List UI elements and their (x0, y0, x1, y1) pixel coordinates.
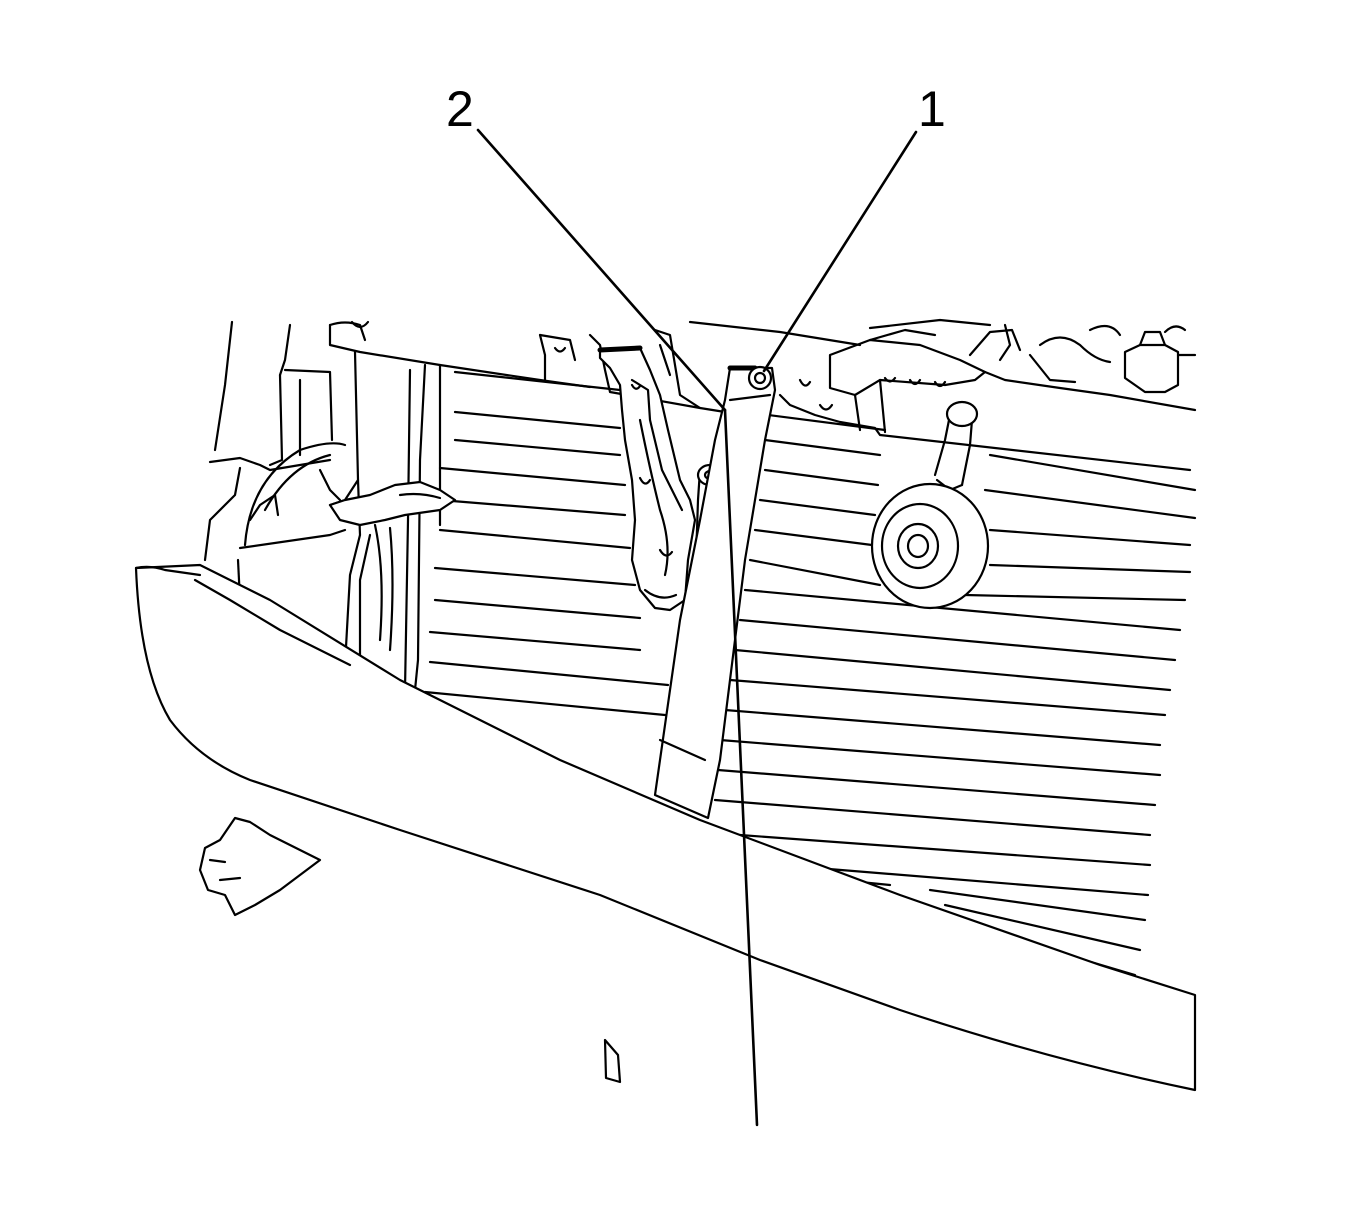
left-headlamp-area (203, 320, 457, 667)
callout-label-1: 1 (918, 81, 946, 137)
bracket (597, 345, 697, 612)
callout-2-leader (476, 128, 727, 412)
support-strut (653, 365, 777, 820)
radiator-support (328, 318, 1197, 472)
callout-1-leader (762, 130, 918, 373)
front-fascia (134, 563, 1197, 1092)
callout-label-2: 2 (446, 81, 474, 137)
callout-2-leader-extension (723, 408, 759, 1127)
horn (870, 400, 990, 610)
